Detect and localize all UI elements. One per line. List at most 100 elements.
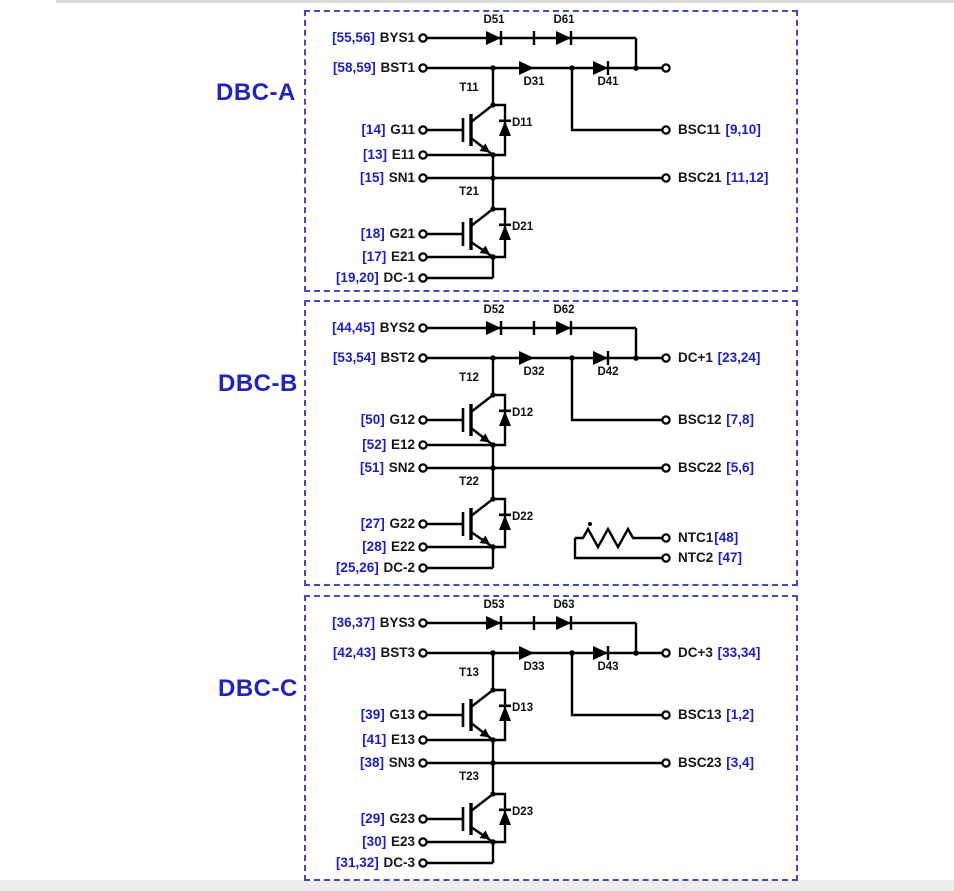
diode-label-d23: D23 — [512, 806, 534, 818]
pin-number: [27] — [360, 516, 385, 531]
pin-label-g12: [50] G12 — [361, 411, 416, 429]
pin-number: [53,54] — [332, 350, 376, 365]
pin-label-bst1: [58,59] BST1 — [333, 59, 416, 77]
page-edge-bottom — [0, 880, 954, 891]
pin-label-dc-plus-1: DC+1 [23,24] — [677, 349, 760, 367]
pin-number: [5,6] — [726, 460, 755, 475]
diode-label-d43: D43 — [597, 661, 619, 673]
igbt-label-t13: T13 — [459, 667, 479, 679]
pin-name: BST2 — [380, 350, 415, 365]
pin-name: G13 — [389, 707, 415, 722]
pin-number: [1,2] — [726, 707, 755, 722]
pin-label-bys1: [55,56] BYS1 — [332, 29, 416, 47]
pin-name: NTC1 — [678, 530, 714, 545]
diode-label-d62: D62 — [553, 304, 575, 316]
pin-number: [47] — [718, 550, 743, 565]
pin-number: [31,32] — [335, 855, 379, 870]
pin-label-dc-2: [25,26] DC-2 — [336, 559, 416, 577]
diode-label-d32: D32 — [523, 366, 545, 378]
pin-name: BST1 — [380, 60, 415, 75]
pin-number: [9,10] — [725, 122, 761, 137]
pin-number: [50] — [360, 412, 385, 427]
pin-label-e22: [28] E22 — [362, 538, 416, 556]
dbc-b-section: [44,45] BYS2 [53,54] BST2 [50] G12 [52] … — [304, 300, 798, 586]
pin-label-g13: [39] G13 — [361, 706, 416, 724]
diode-label-d12: D12 — [512, 407, 534, 419]
dbc-a-section: [55,56] BYS1 [58,59] BST1 [14] G11 [13] … — [304, 10, 798, 292]
diode-label-d53: D53 — [483, 599, 505, 611]
pin-label-e11: [13] E11 — [363, 146, 416, 164]
pin-number: [51] — [359, 460, 384, 475]
pin-number: [55,56] — [332, 30, 375, 45]
pin-name: SN2 — [388, 460, 415, 475]
pin-name: BSC11 — [678, 122, 721, 137]
pin-name: BST3 — [380, 645, 415, 660]
pin-name: BSC23 — [678, 755, 722, 770]
diode-label-d52: D52 — [483, 304, 505, 316]
pin-name: DC+1 — [678, 350, 713, 365]
pin-number: [14] — [361, 122, 386, 137]
pin-label-g23: [29] G23 — [361, 810, 416, 828]
pin-name: BYS3 — [379, 615, 415, 630]
diode-label-d21: D21 — [512, 221, 534, 233]
dbc-a-circuit-svg — [418, 31, 671, 283]
pin-name: BSC12 — [678, 412, 722, 427]
pin-number: [52] — [362, 437, 387, 452]
pin-number: [11,12] — [726, 170, 769, 185]
pin-label-ntc2: NTC2 [47] — [677, 549, 742, 567]
dbc-c-circuit-svg — [418, 616, 671, 868]
pin-name: BYS2 — [379, 320, 415, 335]
pin-name: SN1 — [388, 170, 415, 185]
pin-number: [58,59] — [332, 60, 376, 75]
diode-label-d31: D31 — [523, 76, 545, 88]
page-edge-top — [56, 0, 954, 3]
pin-label-bys2: [44,45] BYS2 — [332, 319, 416, 337]
pin-name: DC+3 — [678, 645, 713, 660]
pin-label-bys3: [36,37] BYS3 — [332, 614, 416, 632]
pin-number: [28] — [362, 539, 387, 554]
section-title-dbc-a: DBC-A — [216, 79, 296, 106]
pin-name: E12 — [390, 437, 415, 452]
diode-label-d33: D33 — [523, 661, 545, 673]
pin-number: [25,26] — [335, 560, 379, 575]
pin-name: E22 — [390, 539, 415, 554]
pin-name: SN3 — [388, 755, 415, 770]
pin-label-sn1: [15] SN1 — [360, 169, 416, 187]
pin-label-bsc11: BSC11 [9,10] — [677, 121, 761, 139]
pin-number: [48] — [714, 530, 739, 545]
dbc-b-circuit-svg — [418, 321, 671, 573]
pin-label-g21: [18] G21 — [361, 225, 416, 243]
pin-name: BSC13 — [678, 707, 722, 722]
pin-number: [19,20] — [335, 270, 379, 285]
diode-label-d41: D41 — [597, 76, 619, 88]
pin-number: [3,4] — [726, 755, 755, 770]
pin-number: [41] — [362, 732, 387, 747]
pin-label-bsc21: BSC21 [11,12] — [677, 169, 768, 187]
pin-number: [30] — [362, 834, 387, 849]
pin-number: [18] — [360, 226, 385, 241]
section-title-dbc-b: DBC-B — [218, 370, 298, 397]
pin-label-dc-plus-3: DC+3 [33,34] — [677, 644, 760, 662]
pin-name: BSC21 — [678, 170, 722, 185]
pin-name: E21 — [390, 249, 415, 264]
section-title-dbc-c: DBC-C — [218, 675, 298, 702]
pin-number: [33,34] — [717, 645, 761, 660]
pin-label-sn2: [51] SN2 — [360, 459, 416, 477]
pin-number: [13] — [362, 147, 387, 162]
diode-label-d11: D11 — [512, 117, 533, 129]
diode-label-d61: D61 — [553, 14, 575, 26]
pin-label-e12: [52] E12 — [362, 436, 416, 454]
pin-label-dc-1: [19,20] DC-1 — [336, 269, 416, 287]
pin-name: DC-1 — [383, 270, 415, 285]
igbt-label-t21: T21 — [459, 186, 479, 198]
pin-label-bsc22: BSC22 [5,6] — [677, 459, 754, 477]
pin-name: BSC22 — [678, 460, 722, 475]
pin-name: E23 — [390, 834, 415, 849]
pin-name: DC-3 — [383, 855, 415, 870]
pin-label-e21: [17] E21 — [362, 248, 416, 266]
pin-label-g22: [27] G22 — [361, 515, 416, 533]
pin-name: DC-2 — [383, 560, 415, 575]
pin-name: E13 — [390, 732, 415, 747]
pin-label-bsc23: BSC23 [3,4] — [677, 754, 754, 772]
